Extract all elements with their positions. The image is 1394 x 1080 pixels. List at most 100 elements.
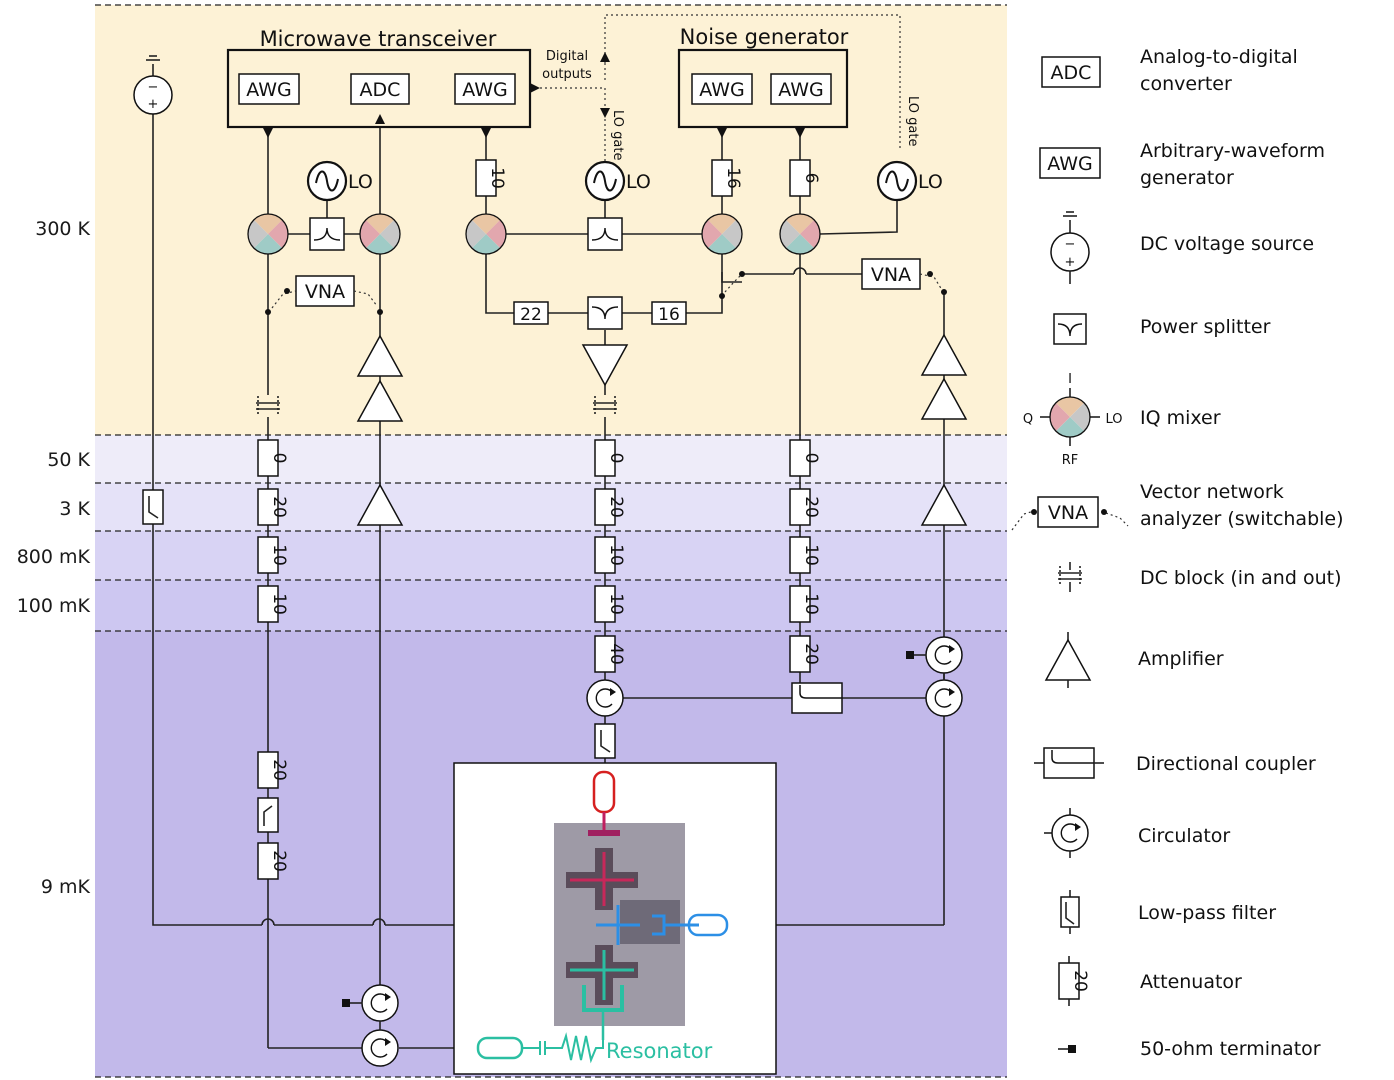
port-digital xyxy=(530,83,540,93)
legend-attenuator-symbol-text: 20 xyxy=(1070,970,1090,992)
legend-adc-symbol: ADC xyxy=(1051,62,1092,84)
lo-label-3: LO xyxy=(918,171,943,193)
svg-text:10: 10 xyxy=(269,593,289,615)
resonator-label: Resonator xyxy=(606,1039,713,1063)
lo-source-2: LO xyxy=(584,160,651,202)
awg-4-box xyxy=(770,73,832,105)
port-out-3 xyxy=(717,128,727,138)
svg-text:20: 20 xyxy=(801,643,821,665)
stage-label-300K: 300 K xyxy=(35,218,90,240)
svg-text:10: 10 xyxy=(606,544,626,566)
directional-coupler xyxy=(791,682,843,714)
legend: ADC Analog-to-digital converter AWG Arbi… xyxy=(1011,46,1344,1060)
legend-vna-symbol-text: VNA xyxy=(1048,502,1088,524)
legend-iq-port-lo: LO xyxy=(1105,412,1122,427)
noise-generator-title: Noise generator xyxy=(680,25,849,49)
attenuator-line4-100mK: 10 xyxy=(789,585,821,623)
lo-gate-label-2: LO gate xyxy=(905,96,920,146)
stage-label-3K: 3 K xyxy=(59,498,90,520)
svg-text:−: − xyxy=(1065,237,1076,252)
attenuator-line1-50K: 0 xyxy=(257,439,289,477)
transceiver-title: Microwave transceiver xyxy=(260,27,497,51)
legend-terminator-symbol xyxy=(1058,1045,1076,1053)
amplifier-adc-1 xyxy=(356,334,404,377)
legend-awg-text-1: Arbitrary-waveform xyxy=(1140,140,1325,162)
band-3K xyxy=(95,483,1007,531)
dc-voltage-source: − + xyxy=(133,55,173,115)
band-800mK xyxy=(95,531,1007,580)
circulator-out-upper xyxy=(925,636,963,674)
legend-iq-mixer-symbol xyxy=(1040,388,1100,446)
adc-box xyxy=(350,73,410,105)
band-100mK xyxy=(95,580,1007,631)
stage-label-800mK: 800 mK xyxy=(17,546,91,568)
legend-circulator-text: Circulator xyxy=(1138,825,1230,847)
attenuator-line4-50K: 0 xyxy=(789,439,821,477)
svg-text:10: 10 xyxy=(487,167,507,189)
lo-label-2: LO xyxy=(626,171,651,193)
svg-text:0: 0 xyxy=(606,453,626,464)
svg-text:40: 40 xyxy=(606,643,626,665)
dc-block-2 xyxy=(593,395,617,417)
digital-outputs-label-1: Digital xyxy=(546,49,588,64)
awg-3-box xyxy=(691,73,753,105)
amplifier-out-1 xyxy=(920,333,968,376)
power-splitter-1 xyxy=(309,217,345,251)
wires xyxy=(152,14,945,1049)
legend-vna-symbol xyxy=(1011,496,1129,531)
svg-text:+: + xyxy=(1065,255,1076,270)
low-pass-filter-dc xyxy=(142,489,164,525)
legend-adc-text-1: Analog-to-digital xyxy=(1140,46,1298,68)
svg-text:+: + xyxy=(148,97,159,112)
svg-text:10: 10 xyxy=(606,593,626,615)
legend-awg-symbol-box xyxy=(1039,147,1101,179)
awg-1-box xyxy=(238,73,300,105)
stage-label-50K: 50 K xyxy=(47,449,90,471)
legend-iq-port-q: Q xyxy=(1023,412,1033,427)
svg-text:20: 20 xyxy=(606,496,626,518)
stage-label-9mK: 9 mK xyxy=(41,876,91,898)
attenuator-line1-800mK: 10 xyxy=(257,536,289,574)
svg-text:20: 20 xyxy=(801,496,821,518)
svg-text:16: 16 xyxy=(658,305,680,325)
low-pass-filter-line1 xyxy=(257,797,279,833)
port-out-2 xyxy=(481,128,491,138)
dc-block-1 xyxy=(256,395,280,417)
legend-splitter-text: Power splitter xyxy=(1140,316,1271,338)
iq-mixer-5 xyxy=(779,213,821,255)
attenuator-line1-3K: 20 xyxy=(257,488,289,526)
vna-1-label: VNA xyxy=(305,281,345,303)
awg-1-label: AWG xyxy=(246,79,291,101)
vna-2-label: VNA xyxy=(871,264,911,286)
lo-source-3: LO xyxy=(876,160,943,202)
legend-dc-source-symbol: − + xyxy=(1050,211,1090,284)
legend-low-pass-filter-text: Low-pass filter xyxy=(1138,902,1276,924)
legend-iq-mixer-text: IQ mixer xyxy=(1140,407,1221,429)
attenuator-line3-3K: 20 xyxy=(594,488,626,526)
attenuator-line4-9mK: 20 xyxy=(789,635,821,673)
terminator-out xyxy=(906,651,926,659)
iq-mixer-4 xyxy=(701,213,743,255)
port-out-4 xyxy=(795,128,805,138)
svg-text:0: 0 xyxy=(801,453,821,464)
legend-dc-source-text: DC voltage source xyxy=(1140,233,1314,255)
terminator-readout xyxy=(342,999,362,1007)
awg-2-label: AWG xyxy=(462,79,507,101)
svg-text:6: 6 xyxy=(801,173,821,184)
circulator-out-lower xyxy=(925,679,963,717)
band-50K xyxy=(95,435,1007,483)
legend-dc-block-symbol xyxy=(1058,562,1082,592)
legend-adc-text-2: converter xyxy=(1140,73,1232,95)
attenuator-noise-a: 16 xyxy=(711,159,743,197)
amplifier-line3 xyxy=(581,344,629,387)
lo-source-1: LO xyxy=(306,160,373,202)
legend-vna-text-2: analyzer (switchable) xyxy=(1140,508,1344,530)
attenuator-line1-9mK-a: 20 xyxy=(257,751,289,789)
legend-iq-port-rf: RF xyxy=(1062,453,1079,468)
svg-text:20: 20 xyxy=(269,759,289,781)
low-pass-filter-line3 xyxy=(594,723,616,759)
vna-2: VNA xyxy=(719,258,947,299)
legend-circulator-symbol xyxy=(1044,808,1089,858)
svg-text:10: 10 xyxy=(801,544,821,566)
